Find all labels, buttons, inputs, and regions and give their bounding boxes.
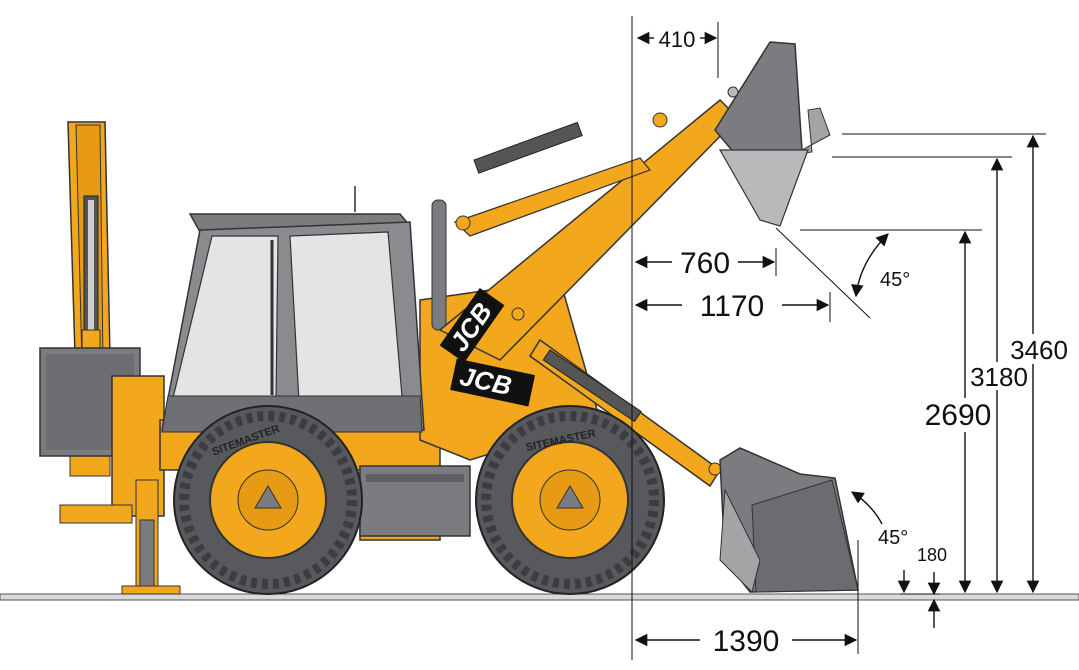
angle-rollback: 45° [850, 491, 908, 549]
cab [161, 186, 447, 433]
dimension-1390: 1390 [634, 625, 858, 658]
angle-dump-label: 45° [880, 269, 910, 291]
front-wheel: SITEMASTER [475, 405, 665, 595]
dimension-180-label: 180 [917, 545, 947, 565]
reference-lines [631, 16, 1046, 660]
raised-bucket [714, 41, 831, 227]
dimension-2690-label: 2690 [925, 399, 992, 432]
angle-dump: 45° [851, 233, 910, 298]
rear-stabiliser-leg [59, 375, 181, 595]
dimension-760-label: 760 [680, 247, 730, 280]
dimension-1170: 1170 [634, 290, 830, 323]
dimension-3180-label: 3180 [970, 362, 1028, 392]
lowered-bucket [719, 447, 859, 593]
dimension-3180: 3180 [968, 157, 1030, 594]
dimension-3460: 3460 [1004, 134, 1074, 594]
dimension-1390-label: 1390 [713, 625, 780, 658]
dimension-2690: 2690 [920, 230, 996, 594]
dimension-1170-label: 1170 [700, 290, 765, 323]
ground-line [0, 593, 1079, 601]
dimension-760: 760 [634, 247, 776, 280]
angle-rollback-label: 45° [878, 527, 908, 549]
dimension-410: 410 [636, 27, 718, 52]
dimension-3460-label: 3460 [1010, 335, 1068, 365]
dimension-410-label: 410 [659, 27, 696, 52]
rear-wheel: SITEMASTER [173, 405, 363, 595]
loader-arm [438, 98, 740, 488]
dimension-180: 180 [897, 545, 947, 628]
